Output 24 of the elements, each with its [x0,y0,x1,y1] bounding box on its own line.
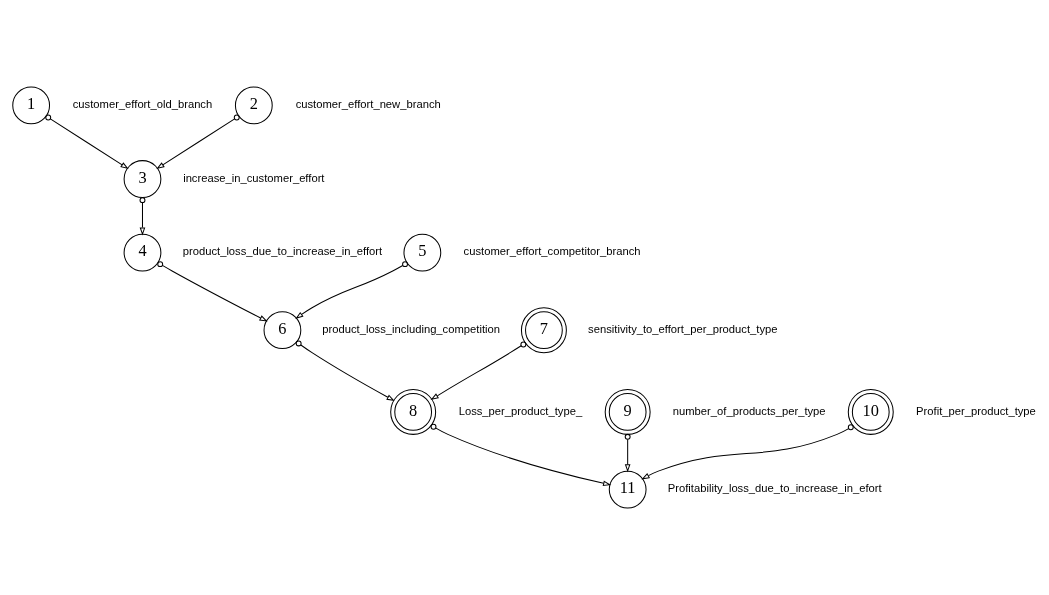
node-label: Profit_per_product_type [916,404,1036,417]
arrow [624,433,631,473]
arrow [156,114,240,170]
node-label: sensitivity_to_effort_per_product_type [588,323,778,336]
node-label: number_of_products_per_type [672,404,826,417]
node-label: customer_effort_new_branch [295,98,441,111]
node-label: Loss_per_product_type_ [458,404,583,417]
arrow [157,261,268,322]
node-label: Profitability_loss_due_to_increase_in_efort [667,482,882,495]
node-circle: 3 [123,160,162,198]
arrow [139,197,146,236]
node-circle: 9 [604,388,651,435]
arrow [430,341,527,401]
node-label: increase_in_customer_effort [183,171,325,184]
node-label: product_loss_including_competition [322,323,500,336]
arrow [641,424,854,480]
arrow [295,340,395,402]
arrow [430,423,612,487]
node-circle: 11 [608,470,647,509]
node-label: customer_effort_competitor_branch [463,245,641,258]
node-label: product_loss_due_to_increase_in_effort [182,245,383,258]
node-label: customer_effort_old_branch [72,98,213,111]
arrow [45,114,129,170]
arrow [295,261,408,319]
